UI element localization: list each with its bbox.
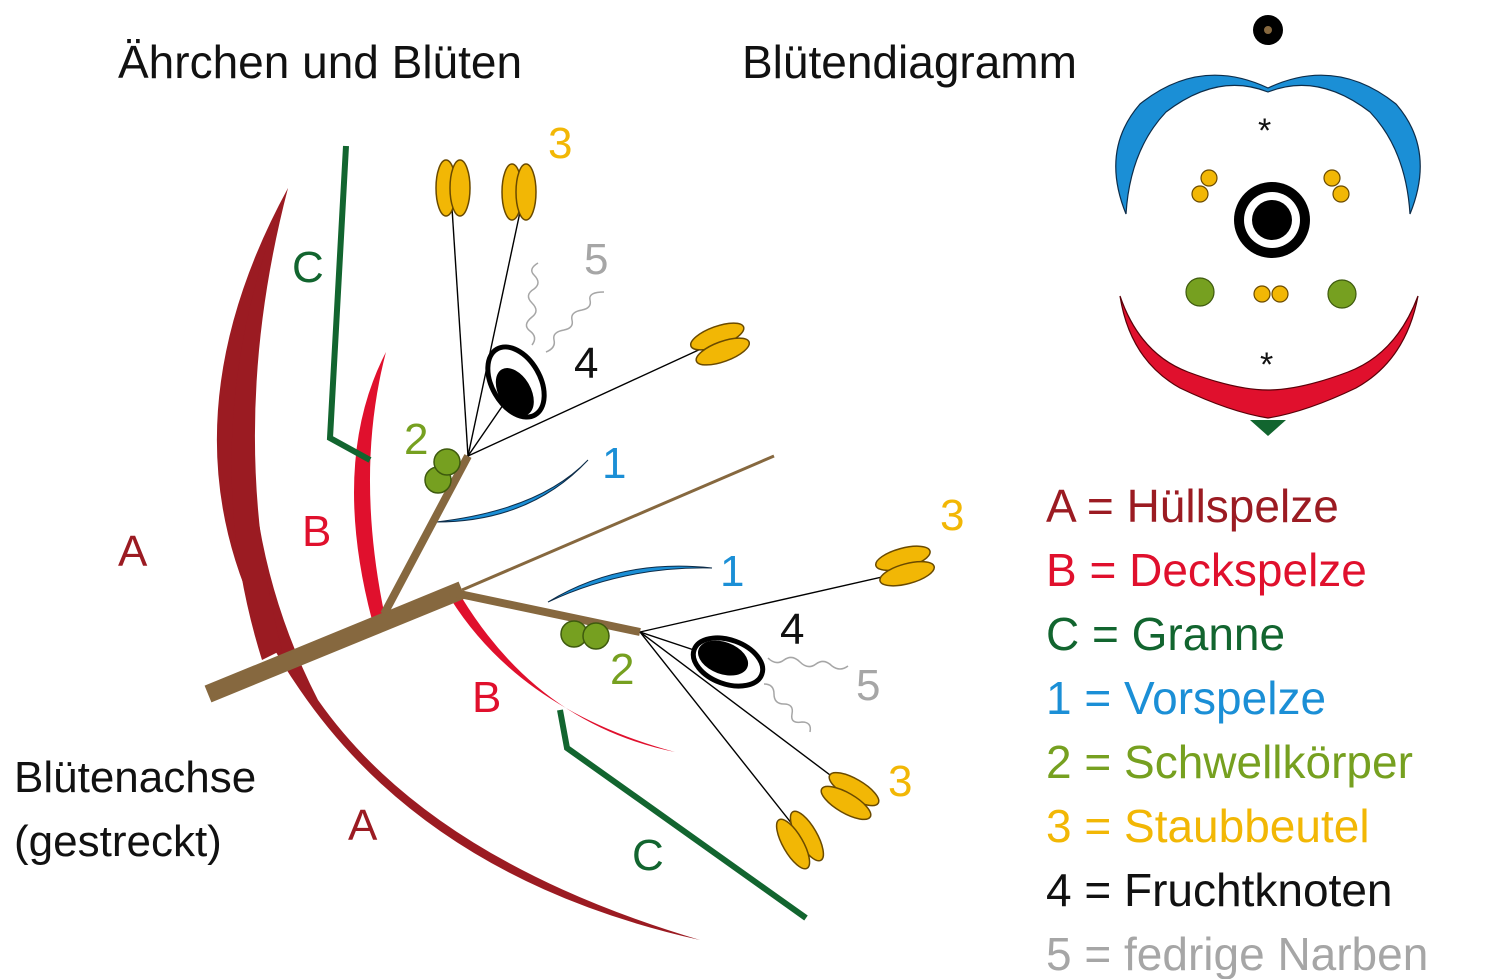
legend-item: 3 = Staubbeutel bbox=[1046, 800, 1370, 852]
floral-diagram: * * bbox=[1115, 15, 1421, 436]
rachis bbox=[204, 581, 466, 703]
legend-item: 5 = fedrige Narben bbox=[1046, 928, 1428, 979]
legend-item: B = Deckspelze bbox=[1046, 544, 1367, 596]
legend: A = Hüllspelze B = Deckspelze C = Granne 1 … bbox=[1046, 480, 1428, 979]
palea-1-upper bbox=[435, 459, 589, 523]
rachis-tip bbox=[461, 454, 775, 592]
label-5-upper: 5 bbox=[584, 235, 608, 284]
label-a-upper: A bbox=[118, 527, 148, 576]
palea-1-lower bbox=[547, 565, 713, 603]
ovary-upper bbox=[485, 344, 547, 420]
ovary-diagram-inner bbox=[1252, 200, 1292, 240]
label-1-upper: 1 bbox=[602, 439, 626, 488]
feathery-stigma-upper-2 bbox=[545, 291, 605, 353]
label-2-lower: 2 bbox=[610, 645, 634, 694]
label-3-lower: 3 bbox=[888, 757, 912, 806]
label-5-lower: 5 bbox=[856, 661, 880, 710]
glume-a-upper bbox=[231, 188, 288, 660]
lodicules-diagram bbox=[1185, 277, 1357, 309]
label-c-lower: C bbox=[632, 831, 664, 880]
palea-diagram bbox=[1115, 74, 1421, 215]
anther-lower-middle bbox=[820, 771, 880, 821]
feathery-stigma-lower-2 bbox=[763, 683, 812, 733]
legend-item: 2 = Schwellkörper bbox=[1046, 736, 1413, 788]
anther-upper-middle bbox=[501, 163, 537, 221]
legend-item: A = Hüllspelze bbox=[1046, 480, 1339, 532]
feathery-stigma-upper-1 bbox=[525, 262, 539, 346]
legend-item: 1 = Vorspelze bbox=[1046, 672, 1326, 724]
feathery-stigma-lower-1 bbox=[767, 656, 849, 670]
axis-caption-line-1: Blütenachse bbox=[14, 753, 256, 802]
ovary-lower bbox=[690, 635, 766, 689]
anther-lower-top bbox=[875, 545, 935, 587]
label-a-lower: A bbox=[348, 801, 378, 850]
label-c-upper: C bbox=[292, 243, 324, 292]
legend-item: 4 = Fruchtknoten bbox=[1046, 864, 1392, 916]
anther-upper-right bbox=[689, 322, 751, 366]
rachilla-upper bbox=[380, 454, 472, 616]
asterisk-lower: * bbox=[1260, 346, 1273, 384]
awn-diagram bbox=[1250, 420, 1286, 436]
asterisk-upper: * bbox=[1258, 112, 1271, 150]
lodicule-upper bbox=[424, 448, 461, 494]
label-4-lower: 4 bbox=[780, 605, 804, 654]
awn-c-upper bbox=[326, 145, 372, 463]
label-b-upper: B bbox=[302, 507, 331, 556]
label-b-lower: B bbox=[472, 673, 501, 722]
lemma-b-upper bbox=[354, 352, 386, 620]
anthers-diagram bbox=[1191, 169, 1350, 303]
legend-item: C = Granne bbox=[1046, 608, 1285, 660]
title-floral-diagram: Blütendiagramm bbox=[742, 36, 1077, 88]
label-4-upper: 4 bbox=[574, 339, 598, 388]
awn-c-lower bbox=[557, 709, 808, 921]
anther-upper-left bbox=[435, 159, 471, 217]
axis-caption-line-2: (gestreckt) bbox=[14, 817, 222, 866]
lodicule-lower bbox=[560, 620, 610, 650]
label-2-upper: 2 bbox=[404, 415, 428, 464]
label-3-upper: 3 bbox=[548, 119, 572, 168]
label-1-lower: 1 bbox=[720, 547, 744, 596]
lemma-diagram bbox=[1119, 295, 1419, 419]
label-3-right: 3 bbox=[940, 491, 964, 540]
lower-floret bbox=[639, 571, 905, 835]
rachilla-lower bbox=[449, 588, 641, 636]
anther-lower-bottom bbox=[775, 810, 825, 870]
title-spikelet: Ährchen und Blüten bbox=[118, 36, 522, 88]
